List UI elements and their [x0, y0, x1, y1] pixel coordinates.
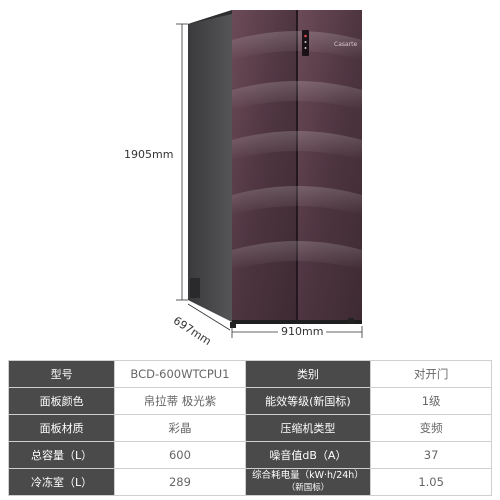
spec-key: 压缩机类型: [244, 414, 372, 442]
spec-value: 彩晶: [114, 414, 246, 442]
spec-key: 能效等级(新国标): [244, 387, 372, 415]
spec-value: 289: [114, 468, 246, 496]
table-row: 面板颜色 帛拉蒂 极光紫 能效等级(新国标) 1级: [7, 387, 492, 415]
spec-key-main: 综合耗电量（kW·h/24h）: [252, 470, 364, 481]
depth-dimension: [187, 303, 231, 331]
spec-key: 面板材质: [7, 414, 116, 442]
spec-key: 面板颜色: [7, 387, 116, 415]
spec-value: 1.05: [370, 468, 492, 496]
spec-key: 综合耗电量（kW·h/24h） （新国标）: [244, 468, 372, 496]
width-label: 910mm: [278, 325, 327, 338]
table-row: 面板材质 彩晶 压缩机类型 变频: [7, 414, 492, 442]
door-gap: [296, 10, 298, 322]
spec-key: 类别: [244, 360, 372, 388]
spec-key: 冷冻室（L）: [7, 468, 116, 496]
spec-value: 37: [370, 441, 492, 469]
spec-value: 帛拉蒂 极光紫: [114, 387, 246, 415]
table-row: 型号 BCD-600WTCPU1 类别 对开门: [7, 360, 492, 388]
fridge-left-door: [232, 10, 296, 322]
spec-value: 变频: [370, 414, 492, 442]
spec-key: 型号: [7, 360, 116, 388]
spec-value: 600: [114, 441, 246, 469]
fridge-base: [232, 320, 362, 324]
height-label: 1905mm: [124, 148, 174, 161]
spec-value: 对开门: [370, 360, 492, 388]
fridge-right-door: [298, 10, 362, 322]
spec-table: 型号 BCD-600WTCPU1 类别 对开门 面板颜色 帛拉蒂 极光紫 能效等…: [7, 360, 492, 496]
spec-value: 1级: [370, 387, 492, 415]
spec-key: 总容量（L）: [7, 441, 116, 469]
table-row: 总容量（L） 600 噪音值dB（A） 37: [7, 441, 492, 469]
table-row: 冷冻室（L） 289 综合耗电量（kW·h/24h） （新国标） 1.05: [7, 468, 492, 496]
height-dimension: [176, 23, 188, 301]
spec-key: 噪音值dB（A）: [244, 441, 372, 469]
fridge-image: Casarte: [176, 10, 363, 338]
brand-logo: Casarte: [334, 41, 357, 48]
rear-vent: [190, 278, 200, 298]
spec-key-sub: （新国标）: [286, 483, 330, 493]
spec-value: BCD-600WTCPU1: [114, 360, 246, 388]
fridge-side-panel: [188, 10, 232, 322]
door-reflections: [232, 31, 362, 270]
